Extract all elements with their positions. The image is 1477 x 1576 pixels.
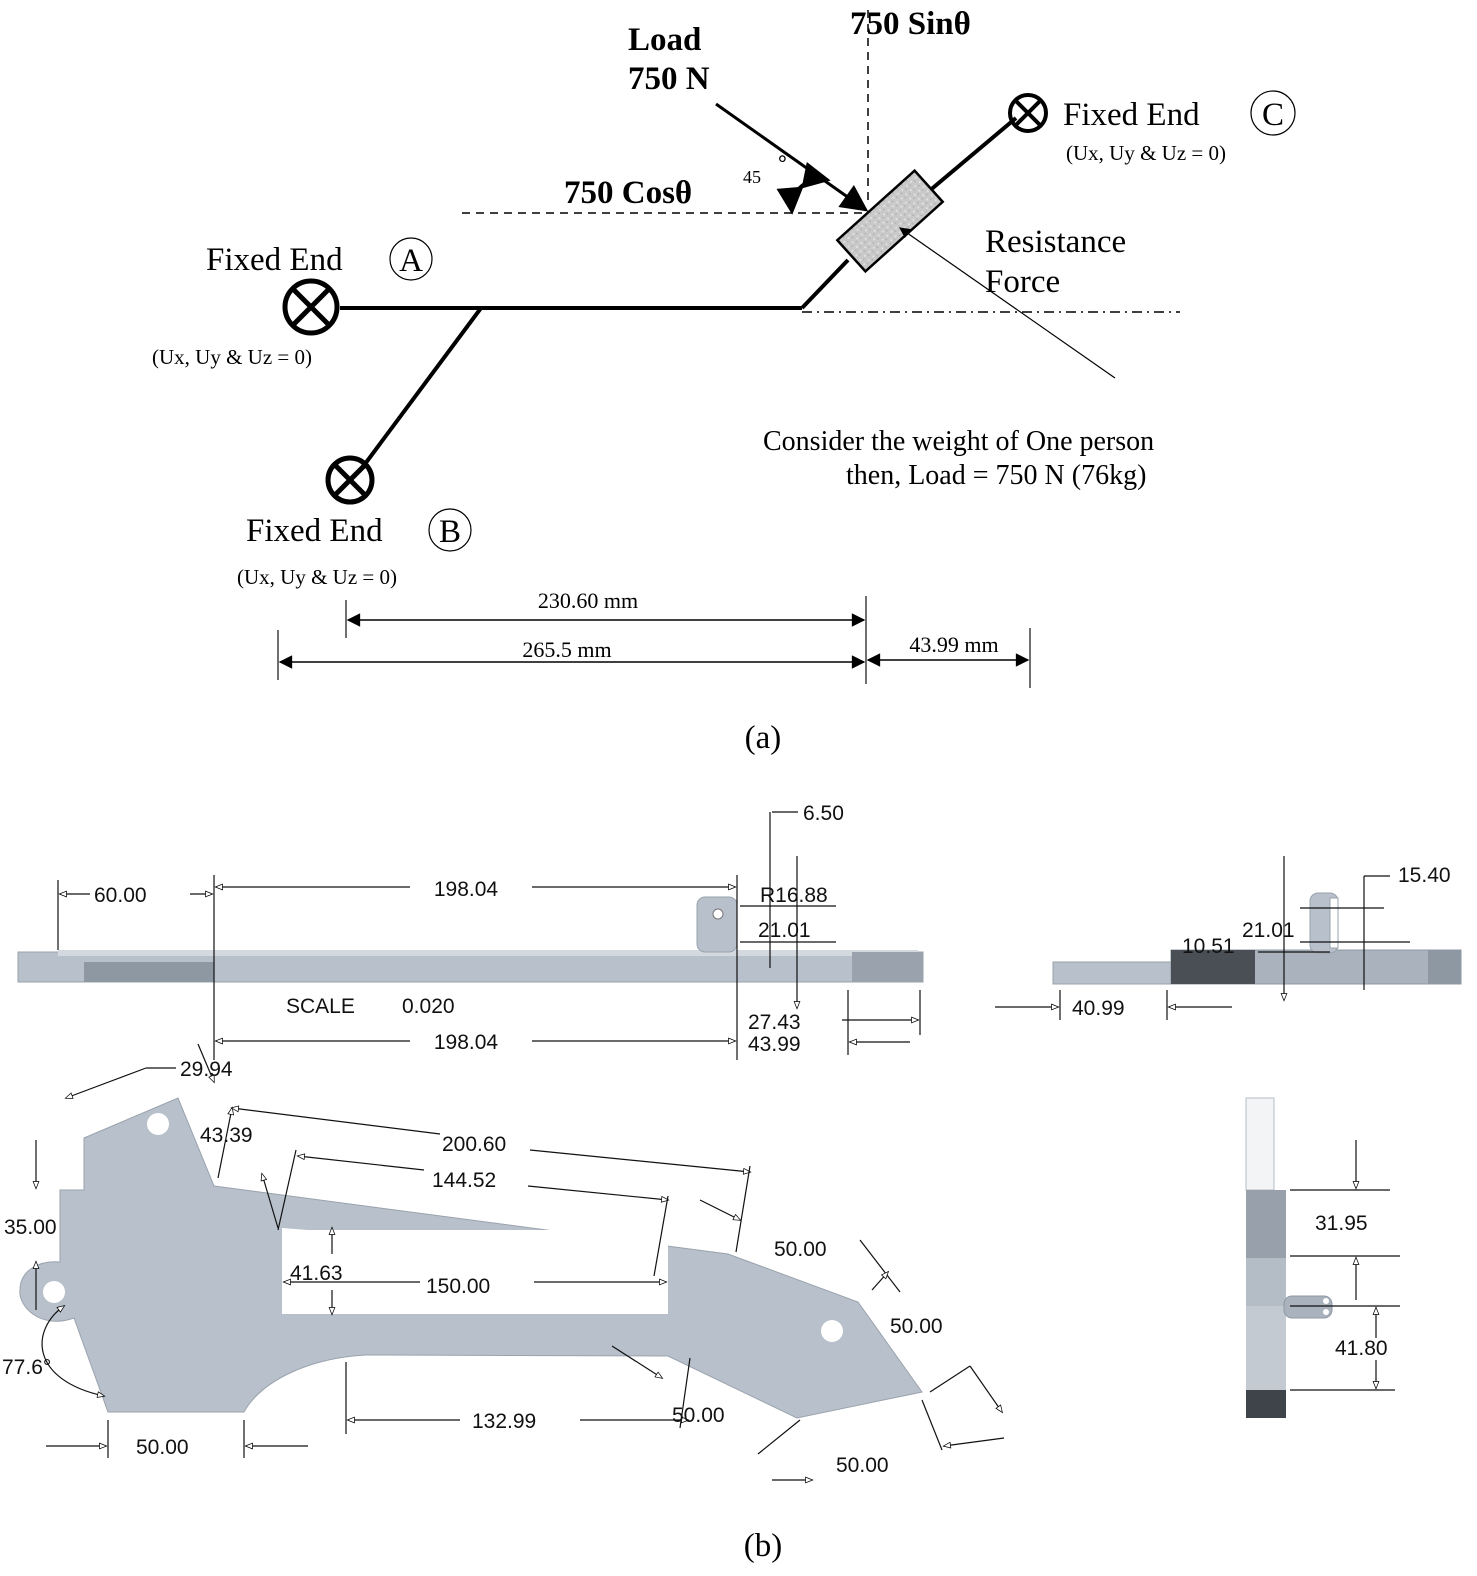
caption-b: (b) <box>744 1528 782 1564</box>
riser <box>800 258 850 310</box>
leg-b <box>360 306 483 470</box>
plan-view <box>19 1043 1005 1484</box>
angle-degree: ° <box>778 150 787 175</box>
dim-35: 35.00 <box>4 1216 57 1239</box>
fixed-end-b-label: Fixed End <box>246 513 383 549</box>
dim-43-99: 43.99 <box>748 1033 801 1056</box>
dim-50-c: 50.00 <box>672 1404 725 1427</box>
dim-43-39: 43.39 <box>200 1124 253 1147</box>
constraint-b: (Ux, Uy & Uz = 0) <box>237 565 397 589</box>
radius-label: R16.88 <box>760 884 828 907</box>
angle-value: 45 <box>743 167 761 187</box>
constraint-c: (Ux, Uy & Uz = 0) <box>1066 141 1226 165</box>
resistance-leader <box>899 227 1116 379</box>
dim-50-e: 50.00 <box>136 1436 189 1459</box>
dim-21-01-side: 21.01 <box>1242 919 1295 942</box>
letter-c-circle <box>1250 90 1296 136</box>
scale-value: 0.020 <box>402 995 455 1018</box>
support-pad <box>835 168 945 274</box>
load-label: Load <box>628 22 701 58</box>
letter-a-circle <box>389 237 433 281</box>
hole-top <box>147 1113 169 1135</box>
angle-arc <box>776 162 831 215</box>
dim-198-top: 198.04 <box>434 878 499 901</box>
resistance-label-2: Force <box>985 264 1060 300</box>
caption-a: (a) <box>745 720 782 756</box>
dim-144-52: 144.52 <box>432 1169 496 1192</box>
fixed-end-c-label: Fixed End <box>1063 97 1200 133</box>
fixed-end-b-letter: B <box>439 514 461 550</box>
dim-41-80: 41.80 <box>1335 1337 1388 1360</box>
fixed-end-a-label: Fixed End <box>206 242 343 278</box>
fixed-end-c-symbol <box>1008 93 1048 133</box>
end-view <box>1245 1097 1400 1418</box>
top-view-shade <box>84 962 214 982</box>
sin-component-label: 750 Sinθ <box>850 6 971 42</box>
arm-c <box>926 116 1018 194</box>
hole-left <box>43 1281 65 1303</box>
dim-50-d: 50.00 <box>836 1454 889 1477</box>
top-view-lug <box>696 896 738 953</box>
dimensions-a <box>277 596 1031 688</box>
dim-50-b: 50.00 <box>890 1315 943 1338</box>
side-view-dark-block <box>1171 950 1255 984</box>
dim-40-99: 40.99 <box>1072 997 1125 1020</box>
fixed-end-a-symbol <box>282 278 340 336</box>
dim-132-99: 132.99 <box>472 1410 536 1433</box>
top-view <box>17 811 924 1060</box>
end-view-base <box>1246 1390 1286 1418</box>
dim-21-01-top: 21.01 <box>758 919 811 942</box>
resistance-label-1: Resistance <box>985 224 1126 260</box>
fixed-end-c-letter: C <box>1262 97 1284 133</box>
dim-31-95: 31.95 <box>1315 1212 1368 1235</box>
fixed-end-a-letter: A <box>399 243 423 279</box>
dim-200-60: 200.60 <box>442 1133 506 1156</box>
dim-60: 60.00 <box>94 884 147 907</box>
dim-15-40: 15.40 <box>1398 864 1451 887</box>
figure-b: 60.00 198.04 198.04 6.50 R16.88 21.01 27… <box>2 802 1462 1564</box>
letter-b-circle <box>428 508 472 552</box>
dim-10-51: 10.51 <box>1182 935 1235 958</box>
dim-43: 43.99 mm <box>909 632 998 657</box>
figure-a: Load 750 N 750 Sinθ 750 Cosθ 45 ° Fixed … <box>152 6 1296 756</box>
hole-right <box>821 1320 843 1342</box>
fixed-end-b-symbol <box>325 455 375 505</box>
dim-29-94: 29.94 <box>180 1058 233 1081</box>
angle-77-6: 77.6° <box>2 1356 51 1379</box>
load-value: 750 N <box>628 61 710 97</box>
cos-component-label: 750 Cosθ <box>564 175 692 211</box>
dim-230: 230.60 mm <box>538 588 638 613</box>
scale-label: SCALE <box>286 995 355 1018</box>
dim-265: 265.5 mm <box>522 637 611 662</box>
note-line-1: Consider the weight of One person <box>763 426 1154 457</box>
dim-150: 150.00 <box>426 1275 490 1298</box>
dim-41-63: 41.63 <box>290 1262 343 1285</box>
note-line-2: then, Load = 750 N (76kg) <box>846 460 1146 491</box>
dim-27-43: 27.43 <box>748 1011 801 1034</box>
constraint-a: (Ux, Uy & Uz = 0) <box>152 345 312 369</box>
dim-50-a: 50.00 <box>774 1238 827 1261</box>
dim-6-50: 6.50 <box>803 802 844 825</box>
dim-198-bottom: 198.04 <box>434 1031 499 1054</box>
load-arrow <box>715 102 869 212</box>
side-view <box>995 856 1462 1020</box>
